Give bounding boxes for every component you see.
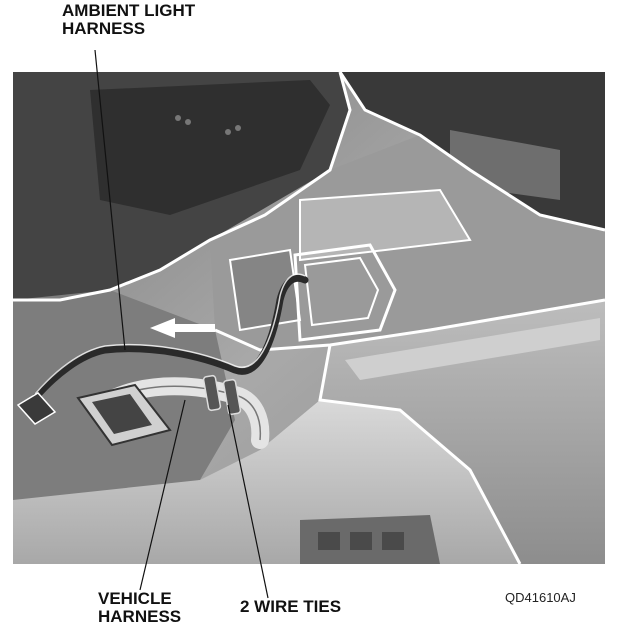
dash-panel-top: [90, 80, 330, 215]
direction-arrow: [150, 318, 215, 338]
obd-connector: [76, 383, 172, 447]
wire-ties-label: 2 WIRE TIES: [240, 597, 342, 616]
ambient-light-harness-cable: [31, 274, 309, 402]
ambient-harness-plug: [16, 392, 57, 425]
ambient-light-harness-label: AMBIENT LIGHT HARNESS: [62, 1, 196, 38]
highlight-outlines: [13, 71, 606, 565]
leader-lines: [94, 49, 269, 599]
figure-id: QD41610AJ: [505, 590, 576, 605]
vehicle-harness-label: VEHICLE HARNESS: [98, 589, 182, 626]
